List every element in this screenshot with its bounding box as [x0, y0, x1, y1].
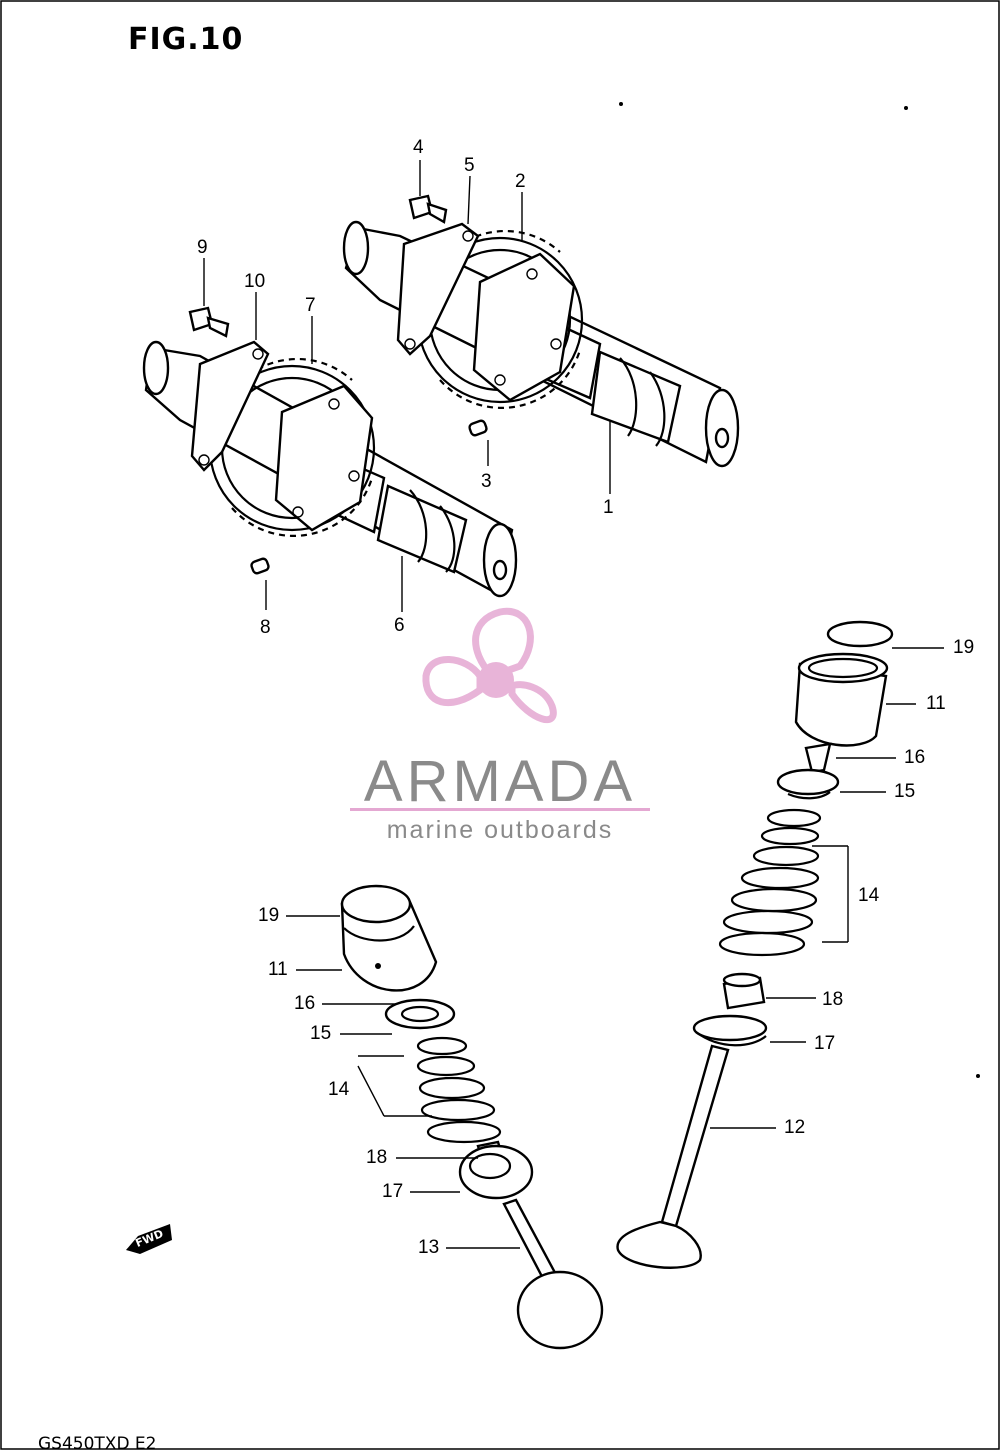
- valve-assembly-left: [340, 884, 604, 1350]
- valve-assembly-right: [616, 620, 894, 1269]
- callout-18-right: 18: [822, 989, 844, 1010]
- callout-1: 1: [603, 497, 614, 518]
- callout-17-right: 17: [814, 1033, 836, 1054]
- callout-8: 8: [260, 617, 271, 638]
- watermark-brand: ARMADA: [363, 749, 637, 814]
- callout-16-left: 16: [294, 993, 316, 1014]
- armada-propeller-logo: [422, 607, 557, 724]
- callout-12: 12: [784, 1117, 806, 1138]
- callout-10: 10: [244, 271, 266, 292]
- callout-16-right: 16: [904, 747, 926, 768]
- watermark-underline: [350, 808, 650, 811]
- callout-5: 5: [464, 155, 475, 176]
- callout-1-camshaft: 4: [413, 137, 424, 158]
- callout-18-left: 18: [366, 1147, 388, 1168]
- camshaft-lower: [142, 306, 518, 598]
- watermark-tagline: marine outboards: [386, 816, 614, 844]
- callout-14-left: 14: [328, 1079, 350, 1100]
- callout-15-left: 15: [310, 1023, 332, 1044]
- callout-11-right: 11: [926, 693, 946, 714]
- callout-9: 9: [197, 237, 208, 258]
- callout-2: 2: [515, 171, 526, 192]
- callout-17-left: 17: [382, 1181, 404, 1202]
- callout-19-left: 19: [258, 905, 280, 926]
- callout-15-right: 15: [894, 781, 916, 802]
- leader-lines: [203, 160, 944, 1249]
- callout-3: 3: [481, 471, 492, 492]
- camshaft-upper: [342, 194, 740, 468]
- figure-title: FIG.10: [128, 22, 244, 57]
- callout-6: 6: [394, 615, 405, 636]
- callout-19-right: 19: [953, 637, 975, 658]
- callout-14-right: 14: [858, 885, 880, 906]
- model-code: GS450TXD E2: [38, 1434, 157, 1454]
- callout-7: 7: [305, 295, 316, 316]
- callout-13: 13: [418, 1237, 440, 1258]
- fwd-arrow-icon: [126, 1224, 172, 1254]
- callout-11-left: 11: [268, 959, 288, 980]
